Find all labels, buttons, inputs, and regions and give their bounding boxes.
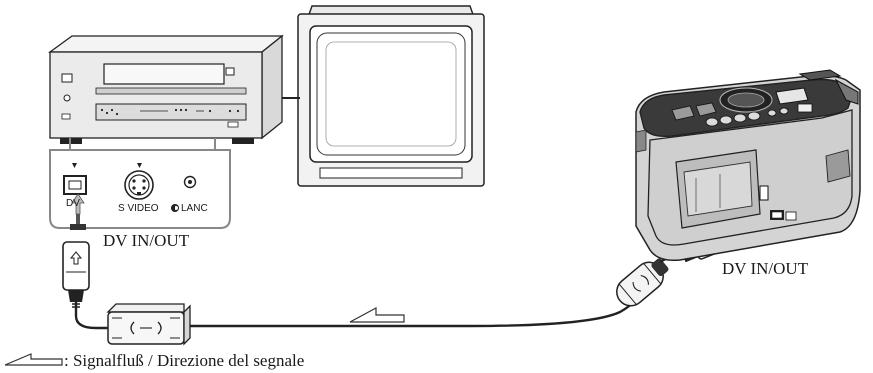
dv-cable-left xyxy=(74,302,108,330)
legend-arrow-icon xyxy=(4,353,63,366)
left-ferrite-core xyxy=(106,303,191,346)
signal-flow-arrow-icon xyxy=(349,306,405,323)
vcr-port-panel xyxy=(49,138,231,229)
lanc-port-icon xyxy=(183,175,197,189)
camera-dv-in-out-label: DV IN/OUT xyxy=(722,259,809,278)
legend-text: : Signalfluß / Direzione del segnale xyxy=(64,351,305,370)
port-label-dv: DV xyxy=(66,198,80,209)
port-label-svideo: S VIDEO xyxy=(118,203,159,214)
dv-marker-icon xyxy=(72,163,77,168)
lanc-symbol-icon xyxy=(171,204,179,212)
port-label-lanc: LANC xyxy=(181,203,208,214)
tv-monitor xyxy=(297,5,485,187)
dv-input-arrow-icon xyxy=(71,193,85,215)
svideo-marker-icon xyxy=(137,163,142,168)
dv-camcorder xyxy=(635,69,861,262)
right-ferrite-core xyxy=(616,258,669,307)
svideo-port-icon xyxy=(124,170,154,200)
dv-cable-main xyxy=(190,295,640,328)
vcr-dv-in-out-label: DV IN/OUT xyxy=(103,231,190,250)
vcr-deck xyxy=(48,34,284,144)
